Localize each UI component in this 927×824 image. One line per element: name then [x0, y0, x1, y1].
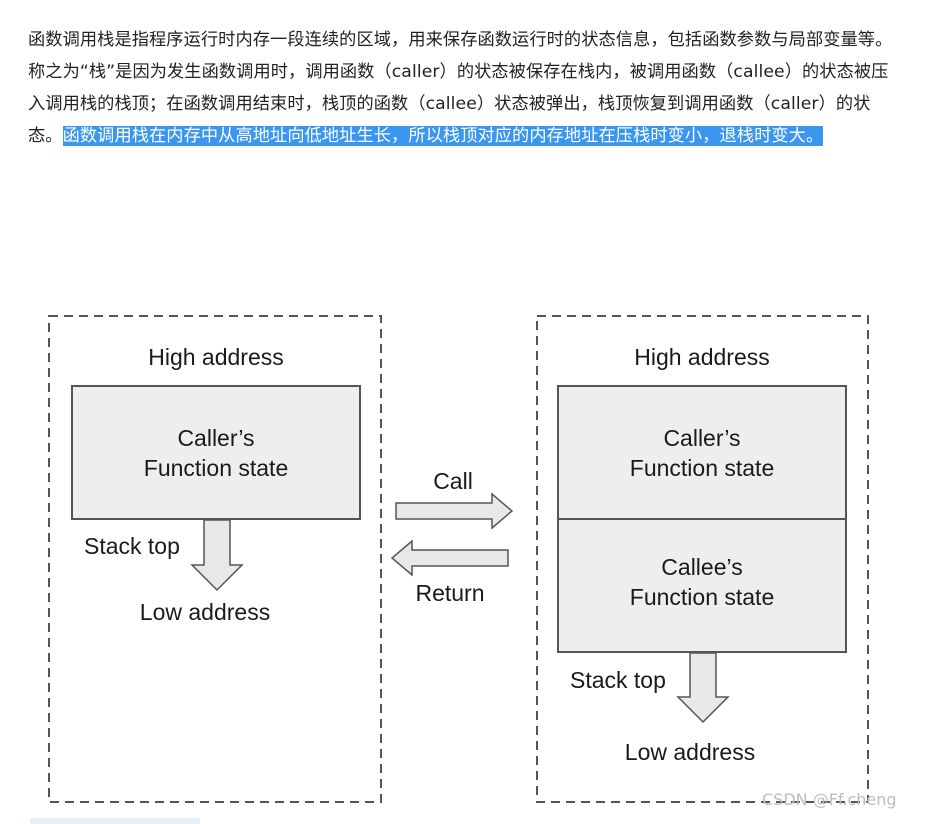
right-low-address-label: Low address [625, 739, 755, 765]
left-caller-box-line2: Function state [144, 455, 288, 481]
left-panel: High address Caller’s Function state Sta… [48, 315, 382, 803]
return-label: Return [415, 580, 484, 606]
right-callee-box-line1: Callee’s [661, 554, 742, 580]
article-paragraph: 函数调用栈是指程序运行时内存一段连续的区域，用来保存函数运行时的状态信息，包括函… [28, 24, 900, 152]
right-dashed-frame [536, 315, 869, 803]
right-caller-box-line2: Function state [630, 455, 774, 481]
left-low-address-label: Low address [140, 599, 270, 625]
highlighted-text[interactable]: 函数调用栈在内存中从高地址向低地址生长，所以栈顶对应的内存地址在压栈时变小，退栈… [62, 126, 824, 146]
call-label: Call [433, 468, 473, 494]
right-stack-top-label: Stack top [570, 667, 666, 693]
call-right-arrow [395, 492, 514, 530]
right-high-address-label: High address [634, 344, 770, 370]
left-down-arrow [190, 519, 244, 592]
paragraph-text: 函数调用栈是指程序运行时内存一段连续的区域，用来保存函数运行时的状态信息，包括函… [28, 30, 893, 146]
right-callee-box-line2: Function state [630, 584, 774, 610]
left-caller-box-line1: Caller’s [177, 425, 254, 451]
return-left-arrow [390, 539, 509, 577]
right-caller-box [557, 385, 847, 520]
middle-transition: Call Return [390, 468, 514, 606]
right-callee-box [557, 518, 847, 653]
left-high-address-label: High address [148, 344, 284, 370]
right-down-arrow [676, 652, 730, 724]
bottom-divider [30, 818, 200, 824]
left-dashed-frame [48, 315, 382, 803]
right-caller-box-line1: Caller’s [663, 425, 740, 451]
right-panel: High address Caller’s Function state Cal… [536, 315, 869, 803]
csdn-watermark: CSDN @Ff.cheng [762, 790, 897, 809]
left-caller-box [71, 385, 361, 520]
left-stack-top-label: Stack top [84, 533, 180, 559]
